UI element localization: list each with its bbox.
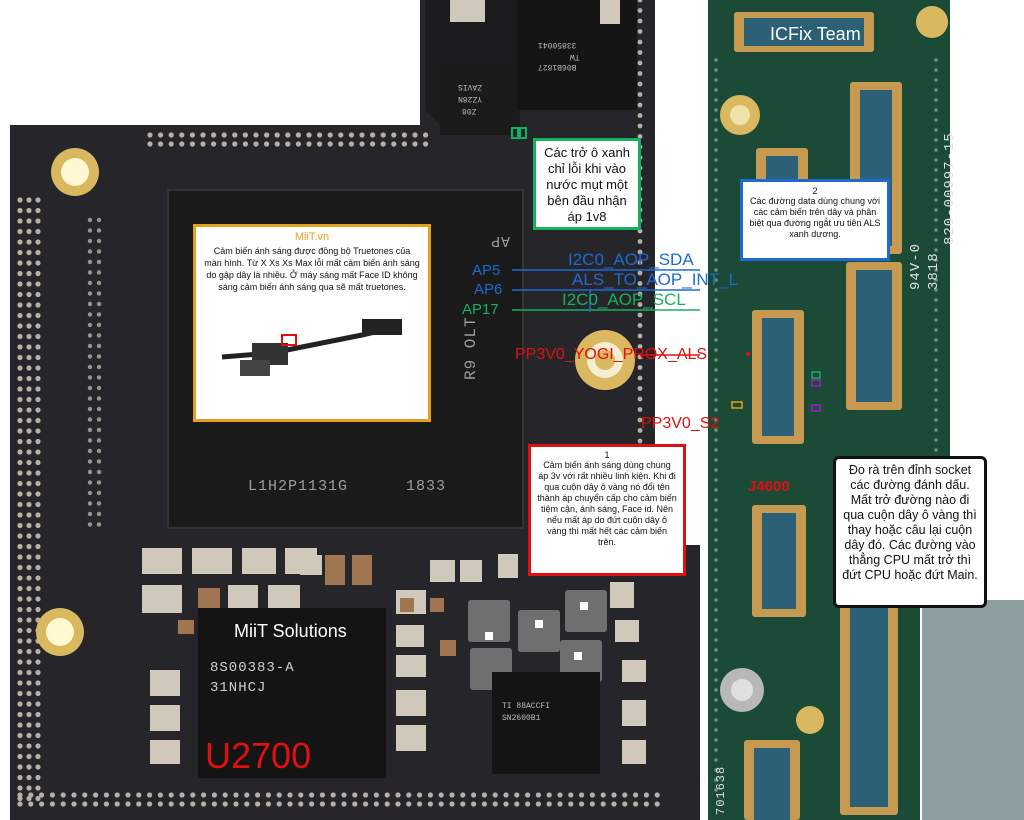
chip-side-marking: R9 OLT: [462, 316, 480, 380]
black-callout: Đo rà trên đỉnh socket các đường đánh dấ…: [833, 456, 987, 608]
team-watermark: ICFix Team: [770, 24, 861, 44]
signal-i2c-scl: I2C0_AOP_SCL: [562, 290, 686, 309]
signal-prox-als: PP3V0_YOGI_PROX_ALS: [515, 346, 708, 363]
revision-line2: 3818: [926, 252, 942, 290]
side-chip-marking-line3: Z08: [462, 106, 477, 115]
blue-callout: 2 Các đường data dùng chung với các cảm …: [740, 179, 890, 261]
signal-ap17: AP17: [462, 301, 499, 318]
part-number: 820-00997-15: [942, 132, 958, 245]
top-chip-marking-line3: B06B1827: [538, 62, 577, 71]
revision-line1: 94V-0: [908, 242, 924, 290]
red-callout-number: 1: [604, 450, 610, 460]
u2700-marking-line1: 8S00383-A: [210, 660, 295, 676]
chip-corner-mark: AP: [490, 232, 511, 249]
ti-chip-marking-line1: TI 88ACCFI: [502, 702, 551, 711]
top-chip-marking-line1: 33850041: [538, 40, 577, 49]
blue-callout-text: Các đường data dùng chung với các cảm bi…: [749, 196, 881, 239]
right-via-grid: [714, 58, 938, 792]
u2700-label: U2700: [205, 735, 312, 776]
signal-pp3v0-s2: PP3V0_S2: [641, 415, 720, 432]
signal-ap6: AP6: [474, 281, 503, 298]
red-callout-text: Cảm biến ánh sáng dùng chung áp 3v với r…: [537, 460, 677, 547]
top-chip-marking-line2: TW: [570, 52, 580, 61]
chip-marking-line2: 1833: [406, 478, 447, 495]
green-callout: Các trở ô xanh chỉ lỗi khi vào nước mụt …: [533, 138, 641, 230]
miit-callout: MiiT.vn Cảm biến ánh sáng được đồng bộ T…: [193, 224, 431, 422]
u2700-marking-line2: 31NHCJ: [210, 680, 267, 696]
via-grid: [17, 0, 660, 807]
miit-callout-text: Cảm biến ánh sáng được đồng bộ Truetones…: [204, 246, 420, 292]
signal-ap5: AP5: [472, 262, 501, 279]
blue-callout-number: 2: [812, 186, 818, 196]
red-callout: 1 Cảm biến ánh sáng dùng chung áp 3v với…: [528, 444, 686, 576]
ti-chip-marking-line2: SN2600B1: [502, 714, 541, 723]
signal-i2c-sda: I2C0_AOP_SDA: [568, 250, 694, 269]
chip-marking-line1: L1H2P1131G: [248, 478, 349, 495]
sensor-flex-cable-image: [221, 319, 402, 376]
signal-als-int: ALS_TO_AOP_INT_L: [572, 270, 738, 289]
black-callout-text: Đo rà trên đỉnh socket các đường đánh dấ…: [842, 463, 978, 582]
miit-callout-title: MiiT.vn: [294, 231, 330, 243]
connector-label-j4600: J4600: [748, 478, 790, 495]
right-flex-board: [708, 0, 1024, 820]
side-chip-marking-line1: ZAVIS: [458, 82, 483, 91]
company-watermark: MiiT Solutions: [234, 621, 347, 641]
bottom-code: 701638: [714, 765, 728, 815]
side-chip-marking-line2: YZ28N: [458, 94, 483, 103]
green-callout-text: Các trở ô xanh chỉ lỗi khi vào nước mụt …: [544, 145, 630, 224]
